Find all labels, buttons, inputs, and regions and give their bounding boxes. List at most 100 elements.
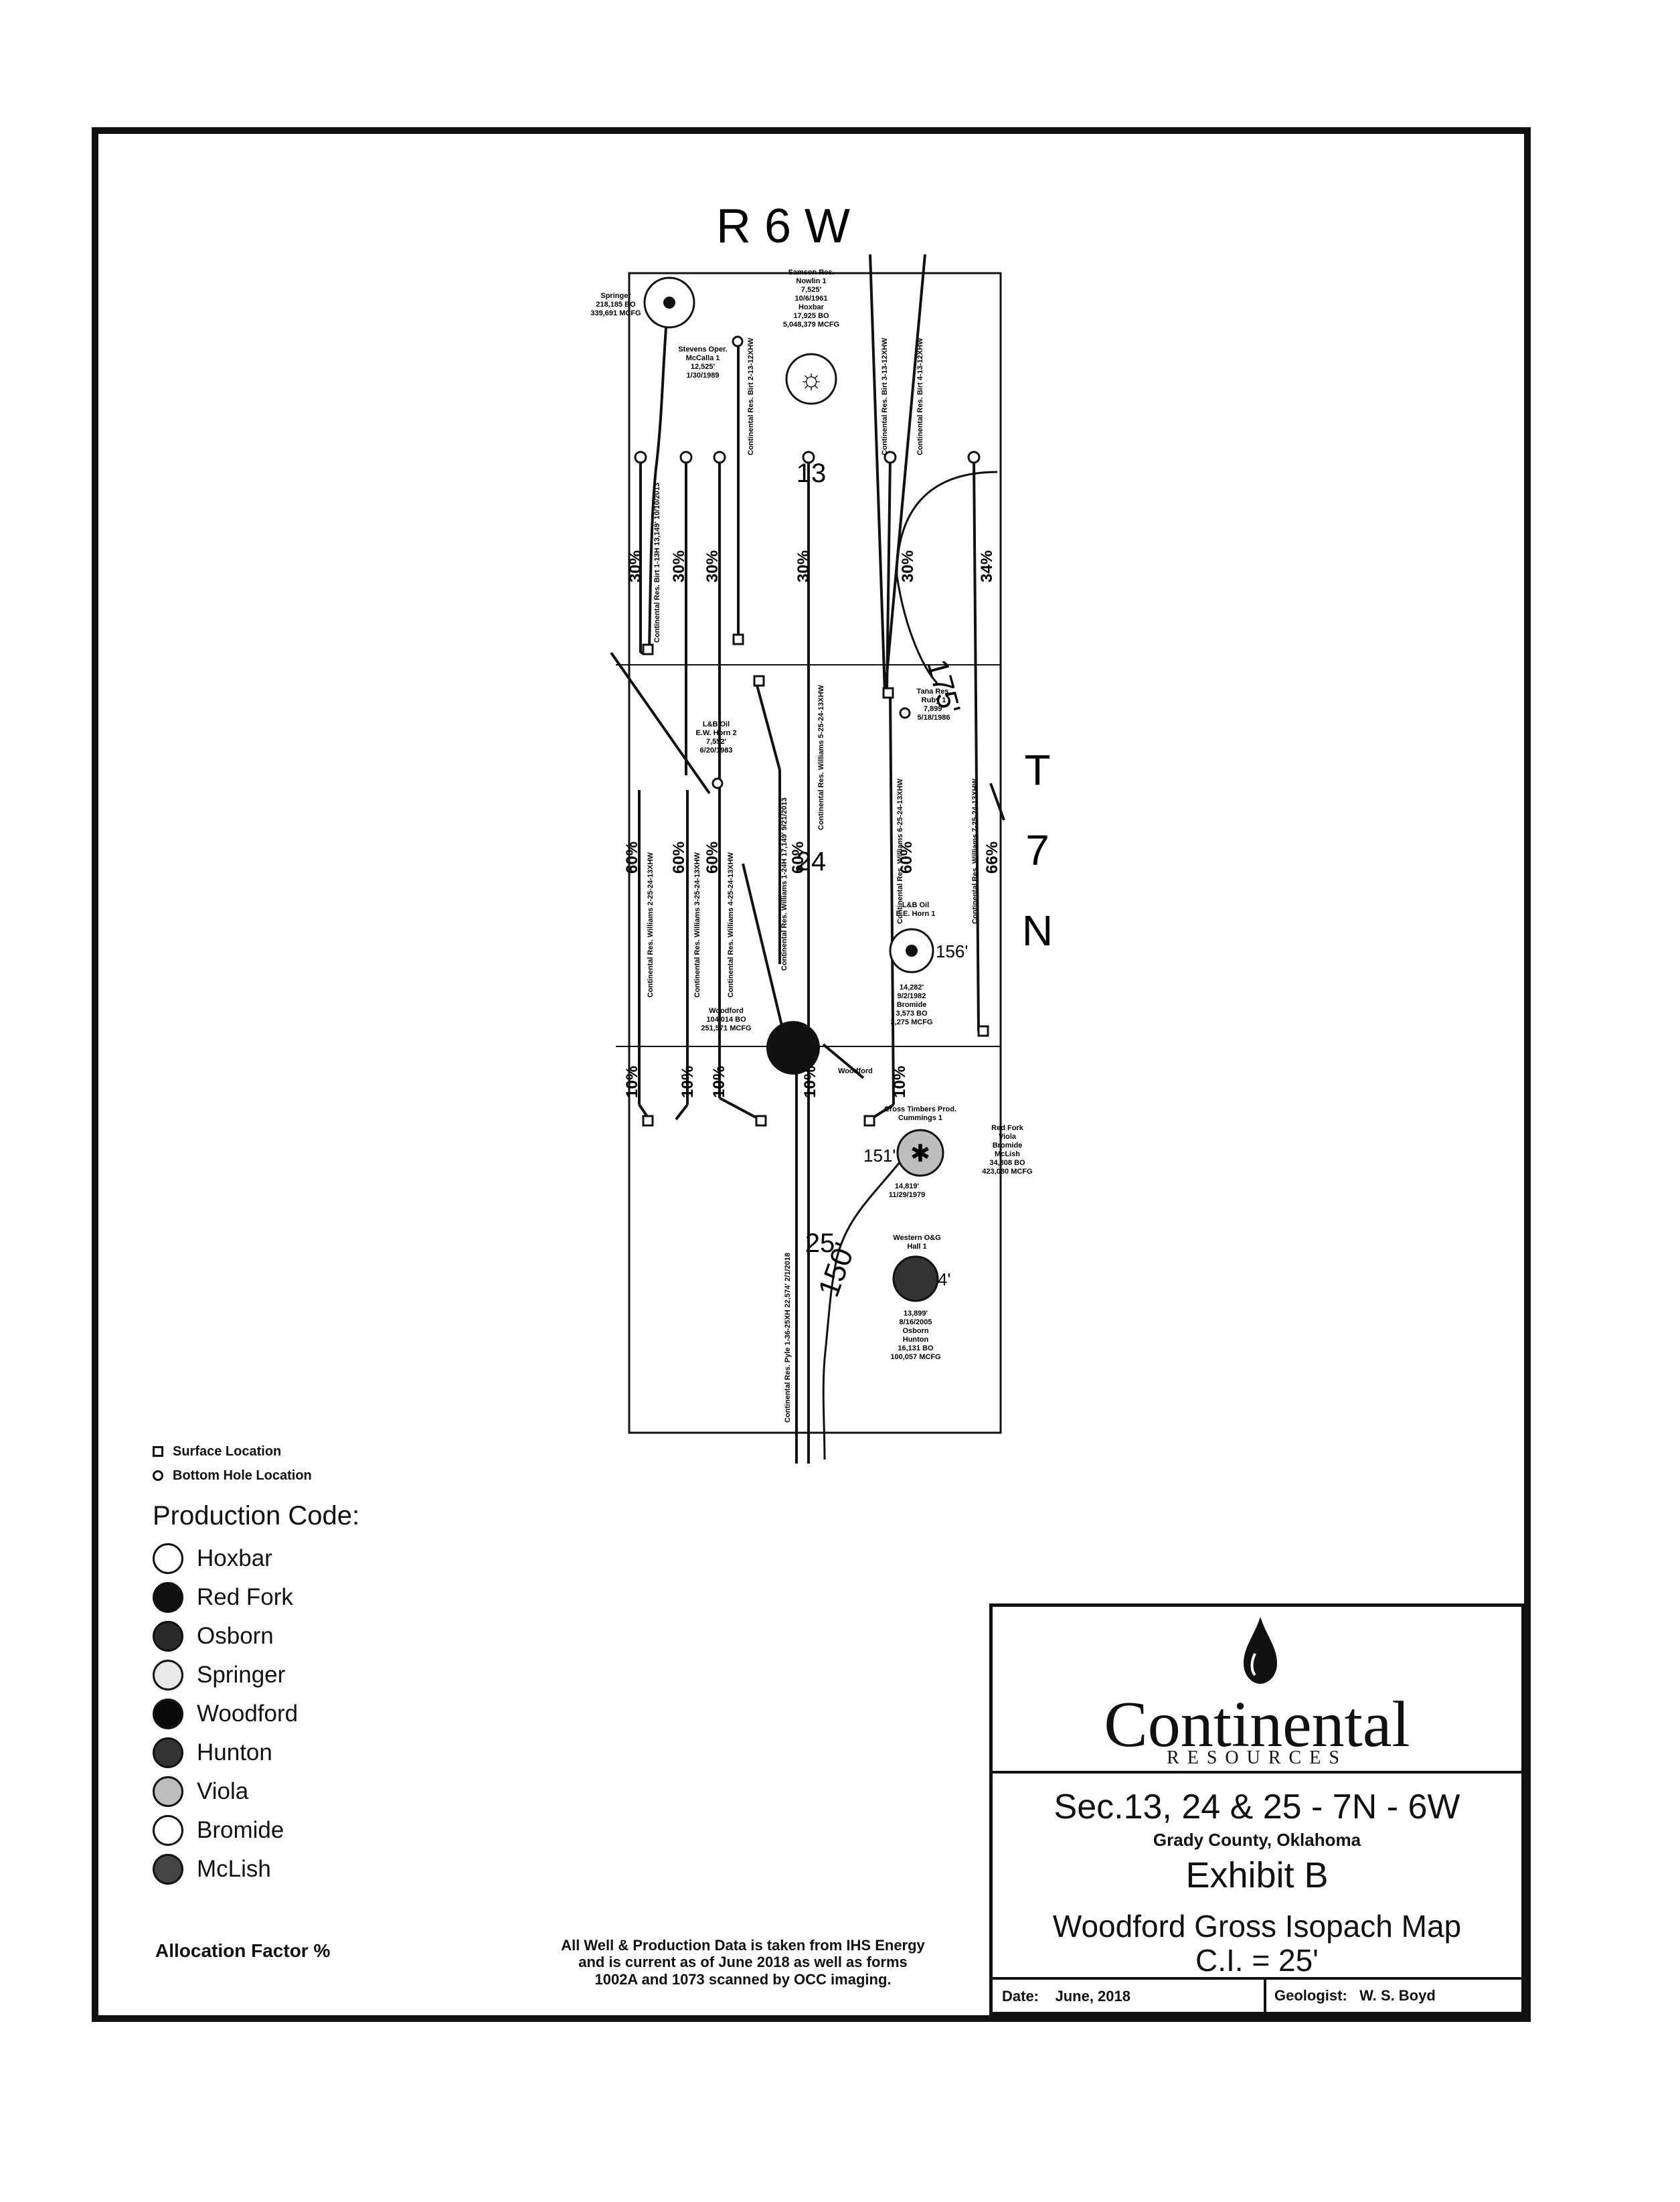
circle-icon bbox=[153, 1470, 163, 1481]
range-label: R 6 W bbox=[716, 200, 850, 253]
svg-text:10%: 10% bbox=[891, 1066, 909, 1098]
svg-text:10%: 10% bbox=[801, 1066, 819, 1098]
svg-text:60%: 60% bbox=[623, 842, 641, 874]
production-code-row: Viola bbox=[153, 1772, 359, 1811]
well-symbols: ☼ ✱ bbox=[643, 277, 944, 1302]
svg-text:Continental Res. Birt 2-13-12X: Continental Res. Birt 2-13-12XHW bbox=[747, 337, 755, 455]
oil-drop-icon bbox=[1244, 1617, 1277, 1684]
laterals-south bbox=[638, 682, 895, 1464]
production-code-label: McLish bbox=[197, 1856, 271, 1882]
production-code-label: Hunton bbox=[197, 1739, 272, 1765]
production-code-row: Springer bbox=[153, 1656, 359, 1695]
production-dot-icon bbox=[153, 1815, 183, 1846]
svg-text:Continental Res. Williams 2-25: Continental Res. Williams 2-25-24-13XHW bbox=[647, 852, 655, 998]
county-title: Grady County, Oklahoma bbox=[1153, 1830, 1361, 1850]
legend-surface: Surface Location bbox=[153, 1439, 359, 1464]
svg-text:14,819'11/29/1979: 14,819'11/29/1979 bbox=[889, 1182, 925, 1199]
company-name: Continental bbox=[1104, 1688, 1410, 1761]
svg-text:30%: 30% bbox=[794, 550, 813, 582]
svg-text:☼: ☼ bbox=[799, 363, 825, 394]
production-dot-icon bbox=[153, 1737, 183, 1768]
title-body: Sec.13, 24 & 25 - 7N - 6W Grady County, … bbox=[993, 1778, 1521, 1977]
svg-text:Tana Res.Ruby 17,899'5/18/1986: Tana Res.Ruby 17,899'5/18/1986 bbox=[916, 688, 950, 722]
map-title: Woodford Gross Isopach Map bbox=[1052, 1909, 1462, 1944]
section-boundary bbox=[628, 272, 1002, 1434]
svg-text:30%: 30% bbox=[626, 550, 645, 582]
production-dot-icon bbox=[153, 1621, 183, 1652]
production-dot-icon bbox=[153, 1582, 183, 1613]
svg-text:Continental Res. Birt 1-13H 13: Continental Res. Birt 1-13H 13,149' 10/1… bbox=[653, 483, 661, 643]
svg-text:Continental Res. Birt 4-13-12X: Continental Res. Birt 4-13-12XHW bbox=[916, 337, 924, 455]
township-letter-7: 7 bbox=[1025, 826, 1049, 874]
exhibit-title: Exhibit B bbox=[1185, 1855, 1329, 1895]
production-code-row: McLish bbox=[153, 1850, 359, 1889]
production-code-row: Hunton bbox=[153, 1733, 359, 1772]
svg-text:Continental Res. Williams 1-24: Continental Res. Williams 1-24H 17,149' … bbox=[780, 797, 788, 971]
production-code-label: Hoxbar bbox=[197, 1545, 272, 1571]
production-code-row: Osborn bbox=[153, 1617, 359, 1656]
production-code-label: Springer bbox=[197, 1662, 286, 1688]
svg-text:✱: ✱ bbox=[910, 1139, 930, 1167]
laterals-north bbox=[610, 254, 1005, 1464]
production-code-label: Red Fork bbox=[197, 1584, 293, 1610]
section-number-24: 24 bbox=[796, 847, 827, 876]
production-dot-icon bbox=[153, 1543, 183, 1574]
svg-text:66%: 66% bbox=[983, 842, 1001, 874]
contour-point-156: 156' bbox=[936, 941, 968, 961]
geologist-label: Geologist: bbox=[1274, 1987, 1347, 2004]
section-title: Sec.13, 24 & 25 - 7N - 6W bbox=[1054, 1788, 1460, 1826]
square-icon bbox=[153, 1446, 163, 1457]
production-dot-icon bbox=[153, 1699, 183, 1729]
legend-bottom: Bottom Hole Location bbox=[153, 1464, 359, 1488]
svg-text:Continental Res. Birt 3-13-12X: Continental Res. Birt 3-13-12XHW bbox=[881, 337, 889, 455]
production-dot-icon bbox=[153, 1776, 183, 1807]
contour-150 bbox=[822, 1161, 902, 1460]
contour-point-151: 151' bbox=[863, 1146, 896, 1166]
lateral-labels: Continental Res. Birt 1-13H 13,149' 10/1… bbox=[647, 337, 979, 1423]
svg-text:10%: 10% bbox=[679, 1066, 697, 1098]
allocation-factors: 30% 30% 30% 30% 30% 34% 60% 60% 60% 60% … bbox=[623, 550, 1001, 1098]
svg-text:Continental Res. Williams 7-25: Continental Res. Williams 7-25-24-13XHW bbox=[971, 778, 979, 924]
legend-surface-label: Surface Location bbox=[173, 1443, 282, 1459]
svg-text:Samson Res.Nowlin 17,525'10/6/: Samson Res.Nowlin 17,525'10/6/1961Hoxbar… bbox=[783, 268, 839, 329]
production-code-row: Hoxbar bbox=[153, 1539, 359, 1578]
title-footer: Date: June, 2018 Geologist: W. S. Boyd bbox=[993, 1977, 1521, 2012]
svg-text:Cross Timbers Prod.Cummings 1: Cross Timbers Prod.Cummings 1 bbox=[884, 1105, 956, 1122]
township-letter-n: N bbox=[1022, 907, 1053, 955]
svg-text:Woodford: Woodford bbox=[838, 1067, 873, 1075]
production-code-label: Osborn bbox=[197, 1623, 274, 1649]
section-number-25: 25 bbox=[805, 1229, 835, 1258]
svg-text:Continental Res. Williams 4-25: Continental Res. Williams 4-25-24-13XHW bbox=[727, 852, 735, 998]
production-dot-icon bbox=[153, 1854, 183, 1885]
svg-text:Stevens Oper.McCalla 112,525'1: Stevens Oper.McCalla 112,525'1/30/1989 bbox=[678, 345, 727, 380]
bottom-hole-locations bbox=[634, 451, 981, 464]
svg-text:34%: 34% bbox=[978, 550, 996, 582]
svg-text:Continental Res. Williams 5-25: Continental Res. Williams 5-25-24-13XHW bbox=[817, 684, 825, 830]
geologist-field: Geologist: W. S. Boyd bbox=[1264, 1980, 1436, 2012]
svg-text:60%: 60% bbox=[789, 842, 807, 874]
township-letter-t: T bbox=[1024, 746, 1050, 794]
title-block: Continental RESOURCES Sec.13, 24 & 25 - … bbox=[989, 1603, 1525, 2015]
svg-text:10%: 10% bbox=[710, 1066, 728, 1098]
allocation-label: Allocation Factor % bbox=[155, 1940, 331, 1961]
production-dot-icon bbox=[153, 1660, 183, 1690]
svg-text:30%: 30% bbox=[703, 550, 722, 582]
surface-locations bbox=[642, 633, 989, 1127]
contour-interval: C.I. = 25' bbox=[1195, 1942, 1319, 1978]
date-value: June, 2018 bbox=[1055, 1988, 1130, 2004]
company-logo: Continental RESOURCES bbox=[993, 1607, 1521, 1774]
svg-text:60%: 60% bbox=[898, 842, 916, 874]
production-code-label: Viola bbox=[197, 1778, 249, 1804]
production-code-row: Red Fork bbox=[153, 1578, 359, 1617]
production-code-label: Woodford bbox=[197, 1701, 299, 1727]
svg-text:Continental Res. Williams 6-25: Continental Res. Williams 6-25-24-13XHW bbox=[896, 778, 904, 924]
